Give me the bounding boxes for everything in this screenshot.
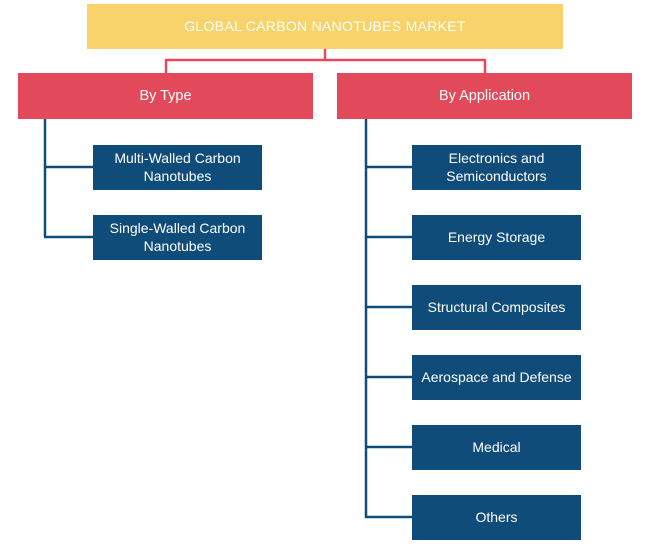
leaf-label: Aerospace and Defense [421, 368, 572, 385]
app-structural-composites-node: Structural Composites [412, 285, 581, 330]
leaf-label: Single-Walled Carbon Nanotubes [109, 220, 246, 254]
leaf-label: Medical [472, 438, 521, 455]
category-label: By Application [438, 87, 531, 104]
type-multi-walled-node: Multi-Walled Carbon Nanotubes [93, 145, 262, 190]
leaf-label: Others [475, 508, 518, 525]
app-medical-node: Medical [412, 425, 581, 470]
leaf-label: Structural Composites [427, 298, 566, 315]
leaf-label: Multi-Walled Carbon Nanotubes [114, 150, 241, 184]
leaf-label: Electronics and Semiconductors [446, 150, 547, 184]
root-node: GLOBAL CARBON NANOTUBES MARKET [87, 4, 563, 49]
category-label: By Type [139, 87, 192, 104]
category-by-application: By Application [337, 73, 632, 119]
type-single-walled-node: Single-Walled Carbon Nanotubes [93, 215, 262, 260]
category-by-type: By Type [18, 73, 313, 119]
app-aerospace-defense-node: Aerospace and Defense [412, 355, 581, 400]
app-energy-storage-node: Energy Storage [412, 215, 581, 260]
leaf-label: Energy Storage [447, 228, 546, 245]
app-electronics-node: Electronics and Semiconductors [412, 145, 581, 190]
root-label: GLOBAL CARBON NANOTUBES MARKET [184, 17, 466, 34]
app-others-node: Others [412, 495, 581, 540]
